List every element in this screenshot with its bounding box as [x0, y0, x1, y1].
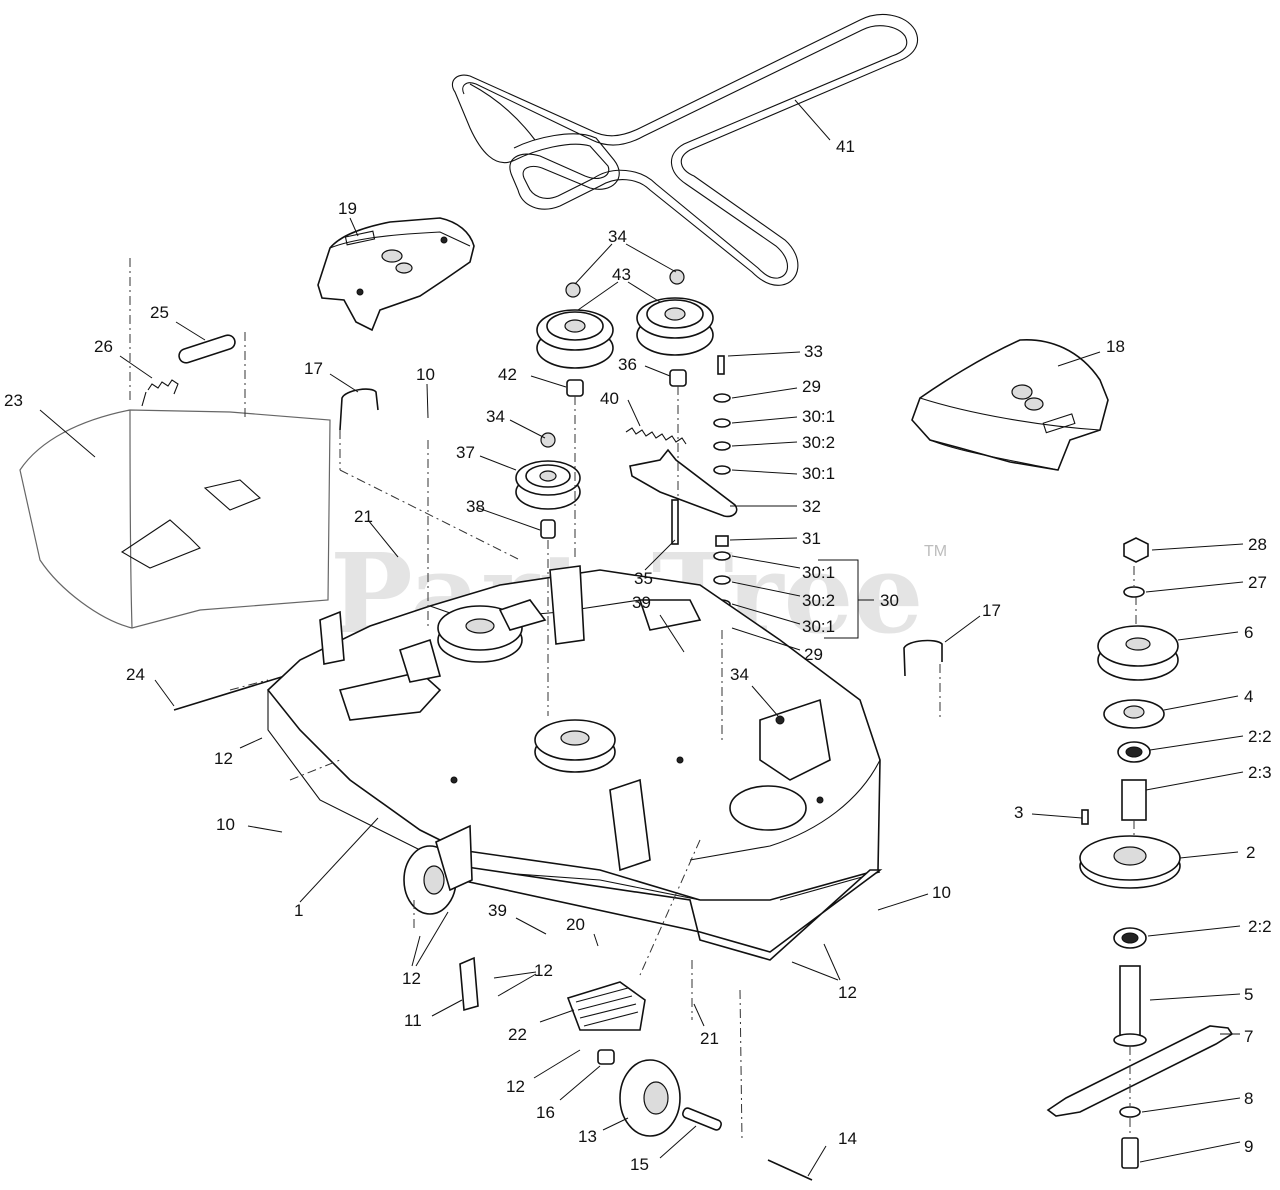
callout-12: 12 [214, 749, 233, 768]
callout-34-b: 34 [486, 407, 505, 426]
callout-labels: 41 19 34 43 25 26 33 18 42 36 17 10 29 2… [4, 137, 1272, 1174]
callout-30-1: 30:1 [802, 407, 835, 426]
callout-30-1-b: 30:1 [802, 464, 835, 483]
callout-34-c: 34 [730, 665, 749, 684]
gauge-wheel-lower [597, 1049, 723, 1137]
callout-36: 36 [618, 355, 637, 374]
callout-21-b: 21 [700, 1029, 719, 1048]
bolt-14 [767, 1159, 813, 1181]
mower-deck-housing [266, 565, 881, 901]
drive-belt [451, 14, 919, 286]
callout-31: 31 [802, 529, 821, 548]
idler-arm-32 [629, 448, 738, 518]
callout-26: 26 [94, 337, 113, 356]
bracket-11 [459, 956, 479, 1012]
discharge-chute [19, 258, 331, 629]
leader-lines [39, 99, 1244, 1177]
callout-30-1-c: 30:1 [802, 563, 835, 582]
callout-17-b: 17 [982, 601, 1001, 620]
callout-30: 30 [880, 591, 899, 610]
callout-2: 2 [1246, 843, 1255, 862]
idler-pulley-37 [515, 432, 581, 539]
callout-2-2: 2:2 [1248, 727, 1272, 746]
callout-27: 27 [1248, 573, 1267, 592]
callout-5: 5 [1244, 985, 1253, 1004]
callout-20: 20 [566, 915, 585, 934]
callout-41: 41 [836, 137, 855, 156]
callout-43: 43 [612, 265, 631, 284]
callout-2-3: 2:3 [1248, 763, 1272, 782]
callout-17: 17 [304, 359, 323, 378]
callout-29-b: 29 [804, 645, 823, 664]
callout-37: 37 [456, 443, 475, 462]
left-pulley-cover [317, 217, 475, 332]
gauge-wheel-left [403, 824, 473, 915]
callout-32: 32 [802, 497, 821, 516]
callout-11: 11 [404, 1011, 422, 1030]
callout-30-2: 30:2 [802, 433, 835, 452]
spring-26 [141, 379, 179, 407]
callout-35: 35 [634, 569, 653, 588]
spring-40 [625, 427, 687, 445]
trademark-mark: TM [924, 543, 947, 560]
right-pulley-cover [911, 339, 1109, 471]
callout-34: 34 [608, 227, 627, 246]
callout-6: 6 [1244, 623, 1253, 642]
callout-4: 4 [1244, 687, 1253, 706]
assembly-lines [229, 386, 1137, 1141]
callout-1: 1 [294, 901, 303, 920]
callout-40: 40 [600, 389, 619, 408]
pin-25 [178, 334, 236, 364]
callout-9: 9 [1244, 1137, 1253, 1156]
callout-18: 18 [1106, 337, 1125, 356]
callout-2-2-b: 2:2 [1248, 917, 1272, 936]
callout-3: 3 [1014, 803, 1023, 822]
nuts-34-top [565, 269, 685, 298]
bolt-35 [671, 499, 679, 545]
callout-7: 7 [1244, 1027, 1253, 1046]
callout-29: 29 [802, 377, 821, 396]
callout-42: 42 [498, 365, 517, 384]
deck-grate-22 [566, 981, 646, 1031]
callout-38: 38 [466, 497, 485, 516]
callout-30-1-d: 30:1 [802, 617, 835, 636]
callout-12-e: 12 [506, 1077, 525, 1096]
callout-23: 23 [4, 391, 23, 410]
front-baffle [459, 865, 883, 961]
callout-16: 16 [536, 1103, 555, 1122]
bent-bolt-17-right [903, 639, 943, 677]
callout-14: 14 [838, 1129, 857, 1148]
callout-12-c: 12 [534, 961, 553, 980]
callout-12-d: 12 [838, 983, 857, 1002]
callout-21: 21 [354, 507, 373, 526]
bent-bolt-17-left [339, 388, 379, 431]
callout-22: 22 [508, 1025, 527, 1044]
callout-25: 25 [150, 303, 169, 322]
callout-24: 24 [126, 665, 145, 684]
callout-30-2-b: 30:2 [802, 591, 835, 610]
callout-10-c: 10 [932, 883, 951, 902]
callout-15: 15 [630, 1155, 649, 1174]
callout-39: 39 [632, 593, 651, 612]
callout-19: 19 [338, 199, 357, 218]
callout-8: 8 [1244, 1089, 1253, 1108]
callout-28: 28 [1248, 535, 1267, 554]
spindle-assembly [1046, 537, 1234, 1169]
callout-13: 13 [578, 1127, 597, 1146]
callout-10: 10 [416, 365, 435, 384]
callout-33: 33 [804, 342, 823, 361]
callout-39-b: 39 [488, 901, 507, 920]
callout-12-b: 12 [402, 969, 421, 988]
idler-pulley-pair [536, 297, 714, 369]
callout-10-b: 10 [216, 815, 235, 834]
